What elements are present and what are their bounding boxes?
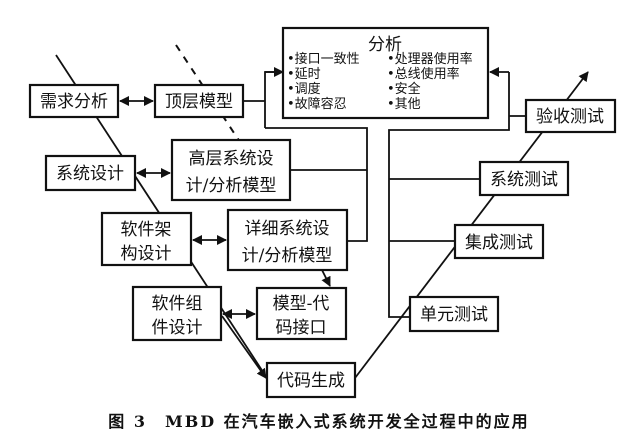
analysis-item: •其他: [387, 97, 421, 112]
node-detailed-model: 详细系统设 计/分析模型: [226, 208, 349, 272]
node-model-code-interface: 模型-代 码接口: [255, 286, 348, 341]
node-software-component: 软件组 件设计: [131, 285, 223, 342]
analysis-title: 分析: [368, 35, 402, 55]
node-system-test: 系统测试: [478, 160, 570, 197]
node-software-architecture: 软件架 构设计: [100, 211, 193, 267]
arrow-component-to-codegen: [221, 315, 267, 379]
svg-text:代码生成: 代码生成: [277, 371, 345, 391]
analysis-item: •调度: [287, 81, 321, 97]
node-unit-test: 单元测试: [408, 295, 500, 333]
node-code-generation: 代码生成: [265, 361, 357, 399]
svg-text:码接口: 码接口: [276, 318, 327, 338]
svg-text:软件组: 软件组: [152, 294, 203, 314]
figure-caption: 图 3 MBD 在汽车嵌入式系统开发全过程中的应用: [108, 412, 530, 431]
svg-text:计/分析模型: 计/分析模型: [186, 176, 277, 196]
node-requirements-analysis: 需求分析: [28, 83, 120, 119]
analysis-item: •延时: [287, 67, 321, 82]
arrow-detailed-to-interface: [321, 269, 331, 287]
svg-text:构设计: 构设计: [121, 244, 172, 264]
analysis-item: •接口一致性: [287, 51, 360, 67]
node-integration-test: 集成测试: [453, 223, 545, 260]
analysis-item: •处理器使用率: [387, 51, 473, 67]
svg-text:集成测试: 集成测试: [465, 233, 533, 253]
connector-tests-to-analysis: [388, 72, 526, 318]
analysis-item: •总线使用率: [387, 66, 460, 82]
svg-text:件设计: 件设计: [152, 318, 203, 338]
svg-text:需求分析: 需求分析: [40, 92, 108, 112]
svg-text:验收测试: 验收测试: [536, 107, 604, 127]
analysis-item: •故障容忍: [287, 96, 347, 112]
analysis-item: •安全: [387, 81, 421, 97]
node-top-level-model: 顶层模型: [153, 83, 245, 119]
svg-text:顶层模型: 顶层模型: [165, 92, 233, 112]
svg-text:系统测试: 系统测试: [490, 170, 558, 190]
svg-text:系统设计: 系统设计: [56, 164, 124, 184]
svg-text:模型-代: 模型-代: [273, 294, 330, 314]
node-acceptance-test: 验收测试: [524, 98, 617, 134]
analysis-box: 分析 •接口一致性•延时•调度•故障容忍 •处理器使用率•总线使用率•安全•其他: [281, 26, 490, 120]
svg-text:软件架: 软件架: [121, 220, 172, 240]
node-high-level-model: 高层系统设 计/分析模型: [170, 138, 292, 202]
svg-text:单元测试: 单元测试: [420, 305, 488, 325]
node-system-design: 系统设计: [44, 154, 137, 192]
svg-text:详细系统设: 详细系统设: [245, 219, 330, 239]
svg-text:计/分析模型: 计/分析模型: [242, 246, 333, 266]
svg-text:高层系统设: 高层系统设: [189, 149, 274, 169]
